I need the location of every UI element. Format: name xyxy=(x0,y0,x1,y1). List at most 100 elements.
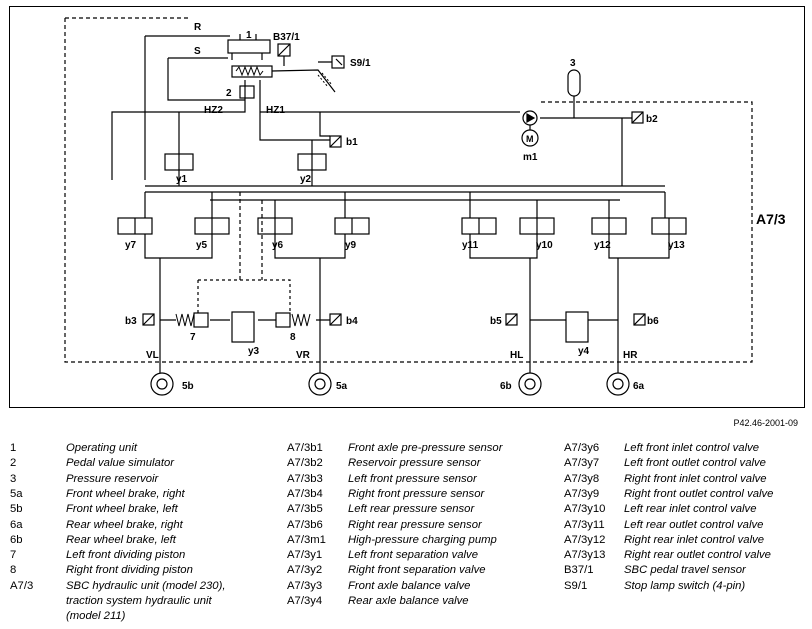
legend-description: Right rear outlet control valve xyxy=(624,549,771,562)
diagram-frame xyxy=(9,6,805,408)
legend-description: High-pressure charging pump xyxy=(348,533,497,546)
label-a73: A7/3 xyxy=(756,211,786,227)
label-y4: y4 xyxy=(578,346,590,357)
wheel-brake-6b xyxy=(518,372,542,396)
legend-key: A7/3y2 xyxy=(287,564,323,577)
wheel-brake-5b xyxy=(150,372,174,396)
legend-description: Rear wheel brake, right xyxy=(66,518,183,531)
label-r: R xyxy=(194,22,202,33)
legend-description: SBC hydraulic unit (model 230), xyxy=(66,579,226,592)
s9-switch xyxy=(331,55,345,69)
legend-key: S9/1 xyxy=(564,579,588,592)
label-2: 2 xyxy=(226,88,232,99)
legend-description: Operating unit xyxy=(66,442,137,454)
legend-description: Pressure reservoir xyxy=(66,472,159,485)
legend-key: A7/3y8 xyxy=(564,472,600,485)
legend-key: 1 xyxy=(10,442,17,454)
a73-boundary xyxy=(64,17,753,363)
legend-description: Right front inlet control valve xyxy=(624,472,767,485)
label-y7: y7 xyxy=(125,240,137,251)
line-r xyxy=(144,35,230,180)
legend-key: A7/3y10 xyxy=(564,503,606,516)
legend-description: Right front pressure sensor xyxy=(348,487,485,500)
legend-description: Right front outlet control valve xyxy=(624,487,774,500)
legend-description: Left front pressure sensor xyxy=(348,472,477,485)
label-y9: y9 xyxy=(345,240,357,251)
label-hz2: HZ2 xyxy=(204,105,223,116)
label-b1: b1 xyxy=(346,137,358,148)
legend-description: Rear axle balance valve xyxy=(348,595,469,607)
legend-key: A7/3y12 xyxy=(564,533,606,546)
label-y10: y10 xyxy=(536,240,553,251)
legend-key: 2 xyxy=(10,457,17,470)
wheel-brake-5a xyxy=(308,372,332,396)
legend-description: Left front separation valve xyxy=(348,549,478,562)
legend-key: 6a xyxy=(10,518,23,531)
legend-description: (model 211) xyxy=(66,610,126,623)
legend-description: Left front outlet control valve xyxy=(624,457,766,470)
legend-description: Reservoir pressure sensor xyxy=(348,457,481,470)
label-y12: y12 xyxy=(594,240,611,251)
label-5b: 5b xyxy=(182,381,194,392)
legend-key: B37/1 xyxy=(564,564,594,577)
wheel-lines xyxy=(159,258,619,380)
label-1: 1 xyxy=(246,30,252,41)
label-7: 7 xyxy=(190,332,196,343)
label-y5: y5 xyxy=(196,240,208,251)
valve-row xyxy=(117,217,687,235)
label-y2: y2 xyxy=(300,174,312,185)
label-b37: B37/1 xyxy=(273,32,300,43)
operating-unit xyxy=(227,39,271,54)
legend-key: 7 xyxy=(10,549,17,562)
legend-key: A7/3y7 xyxy=(564,457,600,470)
legend-key: A7/3b2 xyxy=(287,457,323,470)
legend-description: Right front dividing piston xyxy=(66,564,193,577)
label-3: 3 xyxy=(570,58,576,69)
legend-key: 6b xyxy=(10,533,23,546)
hydraulic-diagram: R S 1 B37/1 S9/1 2 HZ2 HZ1 3 b1 b2 M m1 … xyxy=(64,17,786,396)
reservoir xyxy=(567,69,581,97)
label-y13: y13 xyxy=(668,240,685,251)
valve-y3 xyxy=(231,311,255,343)
legend-description: Front axle pre-pressure sensor xyxy=(348,442,503,454)
legend-key: A7/3y13 xyxy=(564,549,606,562)
legend-description: Stop lamp switch (4-pin) xyxy=(624,579,746,592)
legend-key: A7/3b1 xyxy=(287,442,323,454)
document-id: P42.46-2001-09 xyxy=(733,418,798,428)
legend-key: 5a xyxy=(10,487,23,500)
label-y8: y6 xyxy=(272,240,284,251)
label-hl: HL xyxy=(510,350,523,361)
legend-description: Left rear pressure sensor xyxy=(348,503,475,516)
label-vl: VL xyxy=(146,350,159,361)
label-6a: 6a xyxy=(633,381,645,392)
motor xyxy=(521,129,539,147)
label-y11: y11 xyxy=(462,240,479,251)
legend-key: 3 xyxy=(10,472,17,485)
label-hr: HR xyxy=(623,350,638,361)
main-rail xyxy=(145,185,665,193)
legend-description: Left rear inlet control valve xyxy=(624,503,757,516)
label-s: S xyxy=(194,46,201,57)
label-y1: y1 xyxy=(176,174,188,185)
label-b3: b3 xyxy=(125,316,137,327)
wheel-brake-6a xyxy=(606,372,630,396)
legend-key: A7/3m1 xyxy=(287,533,326,546)
label-y3: y3 xyxy=(248,346,260,357)
legend-description: Pedal value simulator xyxy=(66,457,175,470)
legend-description: Front wheel brake, left xyxy=(66,503,178,516)
legend-key: A7/3b4 xyxy=(287,487,323,500)
valve-y4 xyxy=(565,311,589,343)
label-b6: b6 xyxy=(647,316,659,327)
legend-key: A7/3b6 xyxy=(287,518,323,531)
legend-key: 5b xyxy=(10,503,23,516)
label-6b: 6b xyxy=(500,381,512,392)
legend-description: traction system hydraulic unit xyxy=(66,595,212,607)
legend-key: A7/3y6 xyxy=(564,442,600,454)
legend-key: A7/3y11 xyxy=(564,518,605,531)
line-s xyxy=(167,57,245,101)
label-b2: b2 xyxy=(646,114,658,125)
legend-description: Right rear pressure sensor xyxy=(348,518,482,531)
label-m1: m1 xyxy=(523,152,538,163)
label-hz1: HZ1 xyxy=(266,105,285,116)
legend-description: Left front inlet control valve xyxy=(624,442,760,454)
